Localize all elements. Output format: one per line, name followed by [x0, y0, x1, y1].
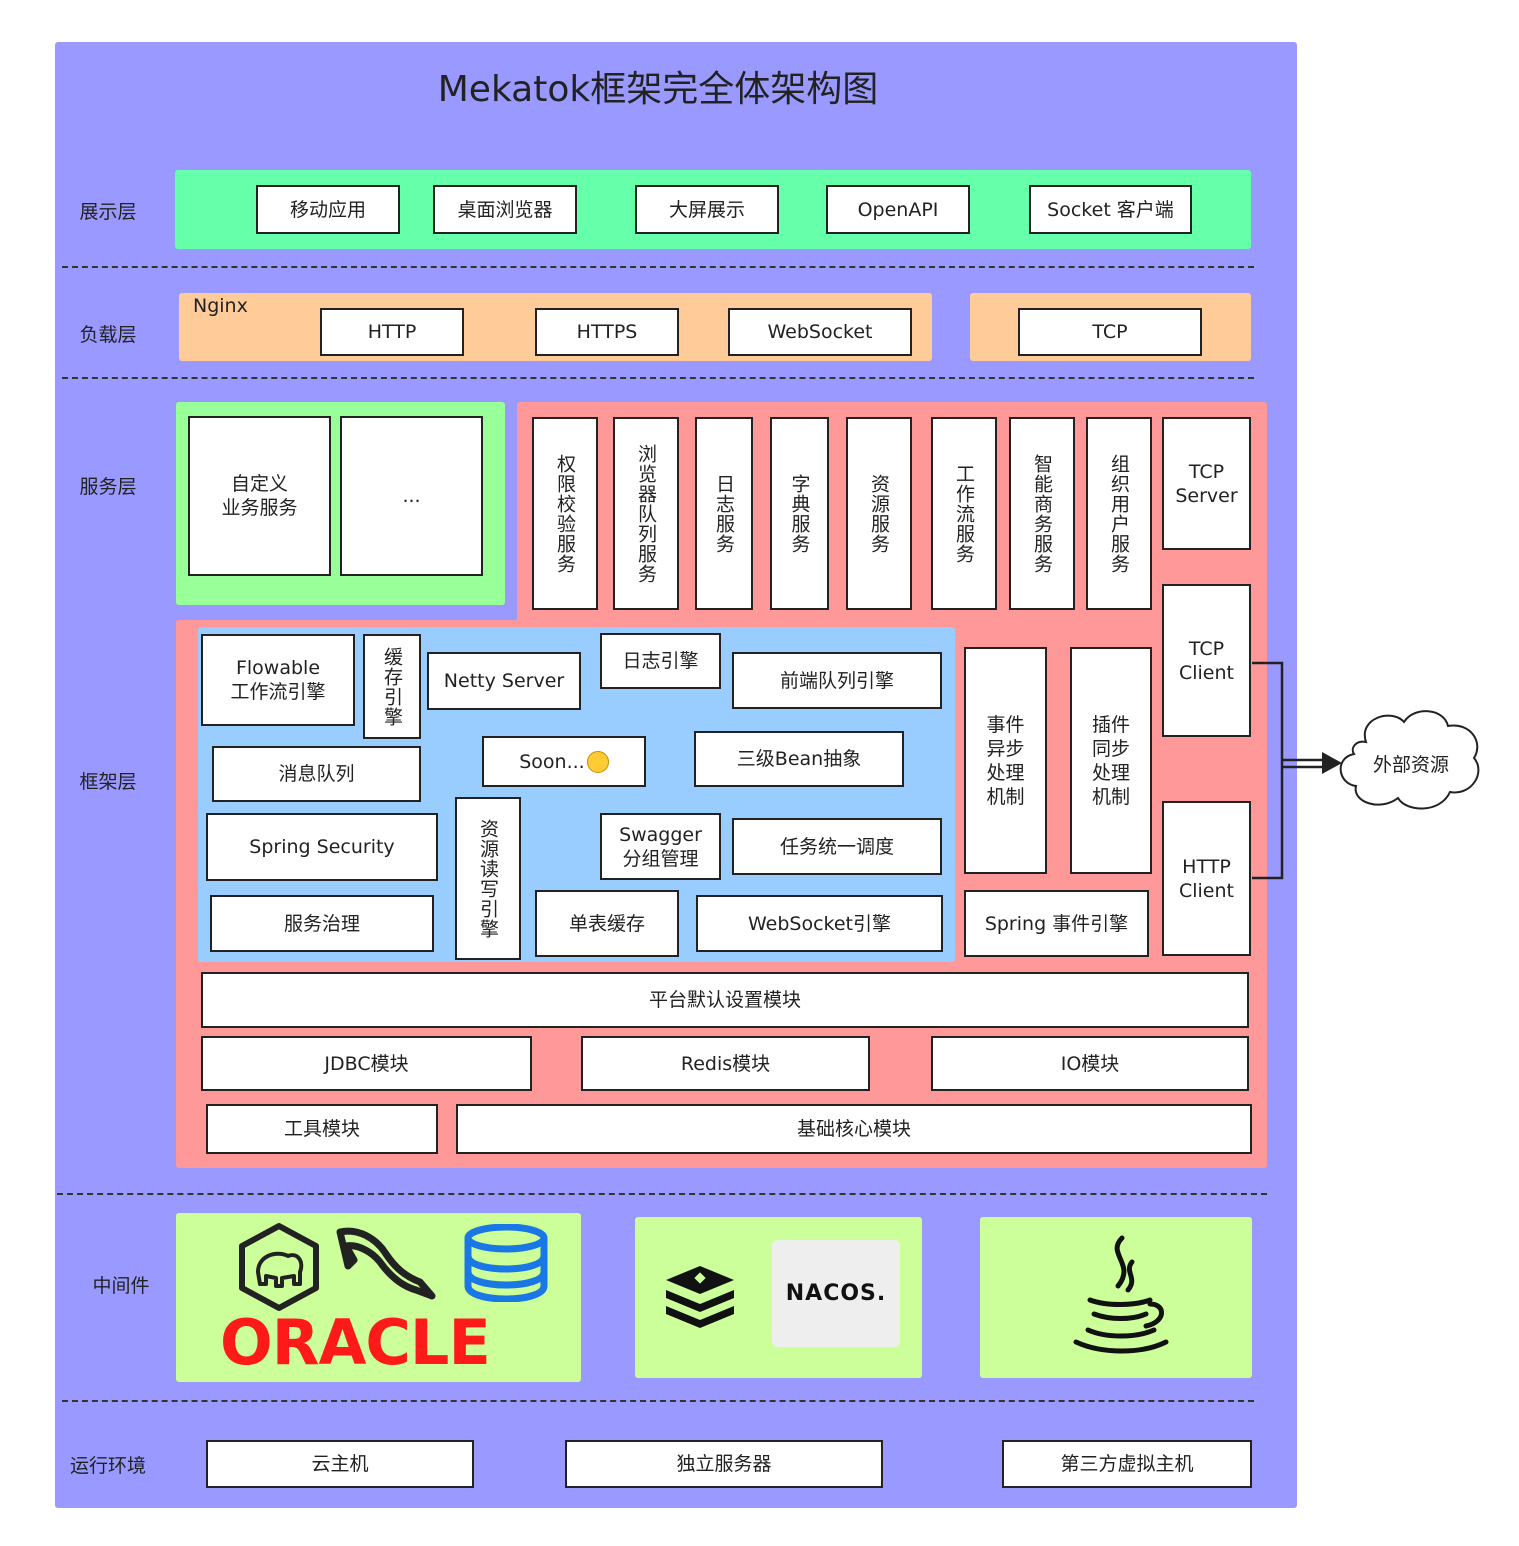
- oracle-logo: ORACLE: [220, 1312, 491, 1376]
- separator: [62, 266, 1254, 268]
- separator: [62, 377, 1254, 379]
- external-connector: [1252, 661, 1342, 880]
- redis-icon: [666, 1266, 734, 1328]
- http-client: HTTP Client: [1162, 801, 1251, 956]
- platform-default-module: 平台默认设置模块: [201, 972, 1249, 1028]
- layer-label-load: 负载层: [79, 324, 137, 346]
- java-icon: [1073, 1235, 1169, 1354]
- task-scheduler: 任务统一调度: [732, 818, 942, 875]
- frontend-queue-engine: 前端队列引擎: [732, 652, 942, 709]
- laughing-emoji-icon: [586, 750, 609, 773]
- jdbc-module: JDBC模块: [201, 1036, 532, 1091]
- mysql-dolphin-icon: [336, 1227, 436, 1300]
- presentation-item: OpenAPI: [826, 185, 970, 234]
- core-module: 基础核心模块: [456, 1104, 1252, 1154]
- redis-module: Redis模块: [581, 1036, 870, 1091]
- workflow-service: 工作流服务: [931, 417, 997, 610]
- runtime-cloud-host: 云主机: [206, 1440, 474, 1488]
- layer-label-service: 服务层: [79, 476, 137, 498]
- websocket-engine: WebSocket引擎: [696, 895, 943, 952]
- layer-label-middleware: 中间件: [92, 1275, 150, 1297]
- io-module: IO模块: [931, 1036, 1249, 1091]
- netty-server: Netty Server: [427, 652, 581, 710]
- log-engine: 日志引擎: [600, 633, 721, 689]
- message-queue: 消息队列: [212, 746, 421, 802]
- separator: [57, 1193, 1267, 1195]
- cloud-icon: [1339, 710, 1480, 810]
- tcp-item: TCP: [1018, 308, 1202, 356]
- external-resources: 外部资源: [1372, 754, 1449, 776]
- custom-business-service: 自定义 业务服务: [188, 416, 331, 576]
- database-icon: [464, 1224, 548, 1302]
- permission-service: 权限校验服务: [532, 417, 598, 610]
- service-governance: 服务治理: [210, 895, 434, 952]
- resource-rw-engine: 资源读写引擎: [455, 797, 521, 960]
- tcp-server: TCP Server: [1162, 417, 1251, 550]
- presentation-item: Socket 客户端: [1029, 185, 1192, 234]
- layer-label-framework: 框架层: [79, 771, 137, 793]
- load-item: WebSocket: [728, 308, 912, 356]
- runtime-third-party-vhost: 第三方虚拟主机: [1002, 1440, 1252, 1488]
- smart-business-service: 智能商务服务: [1009, 417, 1075, 610]
- presentation-item: 桌面浏览器: [433, 185, 577, 234]
- single-table-cache: 单表缓存: [535, 890, 679, 957]
- plugin-sync-mechanism: 插件 同步 处理 机制: [1070, 647, 1152, 874]
- spring-event-engine: Spring 事件引擎: [964, 890, 1149, 957]
- diagram-title: Mekatok框架完全体架构图: [437, 69, 879, 110]
- runtime-dedicated-server: 独立服务器: [565, 1440, 883, 1488]
- flowable-engine: Flowable 工作流引擎: [201, 634, 355, 726]
- log-service: 日志服务: [695, 417, 753, 610]
- separator: [62, 1400, 1254, 1402]
- tcp-client: TCP Client: [1162, 584, 1251, 737]
- nginx-label: Nginx: [193, 295, 248, 317]
- org-user-service: 组织用户服务: [1086, 417, 1152, 610]
- load-item: HTTP: [320, 308, 464, 356]
- load-item: HTTPS: [535, 308, 679, 356]
- resource-service: 资源服务: [846, 417, 912, 610]
- layer-label-runtime: 运行环境: [69, 1455, 146, 1477]
- coming-soon: Soon...: [482, 736, 646, 787]
- bean-abstraction: 三级Bean抽象: [694, 731, 904, 787]
- browser-queue-service: 浏览器队列服务: [613, 417, 679, 610]
- nacos-logo-text: NACOS.: [785, 1281, 887, 1306]
- tools-module: 工具模块: [206, 1104, 438, 1154]
- more-services: ...: [340, 416, 483, 576]
- layer-label-presentation: 展示层: [79, 201, 137, 223]
- swagger-group: Swagger 分组管理: [600, 813, 721, 880]
- presentation-item: 大屏展示: [635, 185, 779, 234]
- event-async-mechanism: 事件 异步 处理 机制: [964, 647, 1047, 874]
- nacos-logo: NACOS.: [772, 1240, 900, 1347]
- spring-security: Spring Security: [206, 813, 438, 881]
- presentation-item: 移动应用: [256, 185, 400, 234]
- hadoop-elephant-icon: [239, 1223, 319, 1311]
- dictionary-service: 字典服务: [770, 417, 829, 610]
- cache-engine: 缓存引擎: [363, 634, 421, 739]
